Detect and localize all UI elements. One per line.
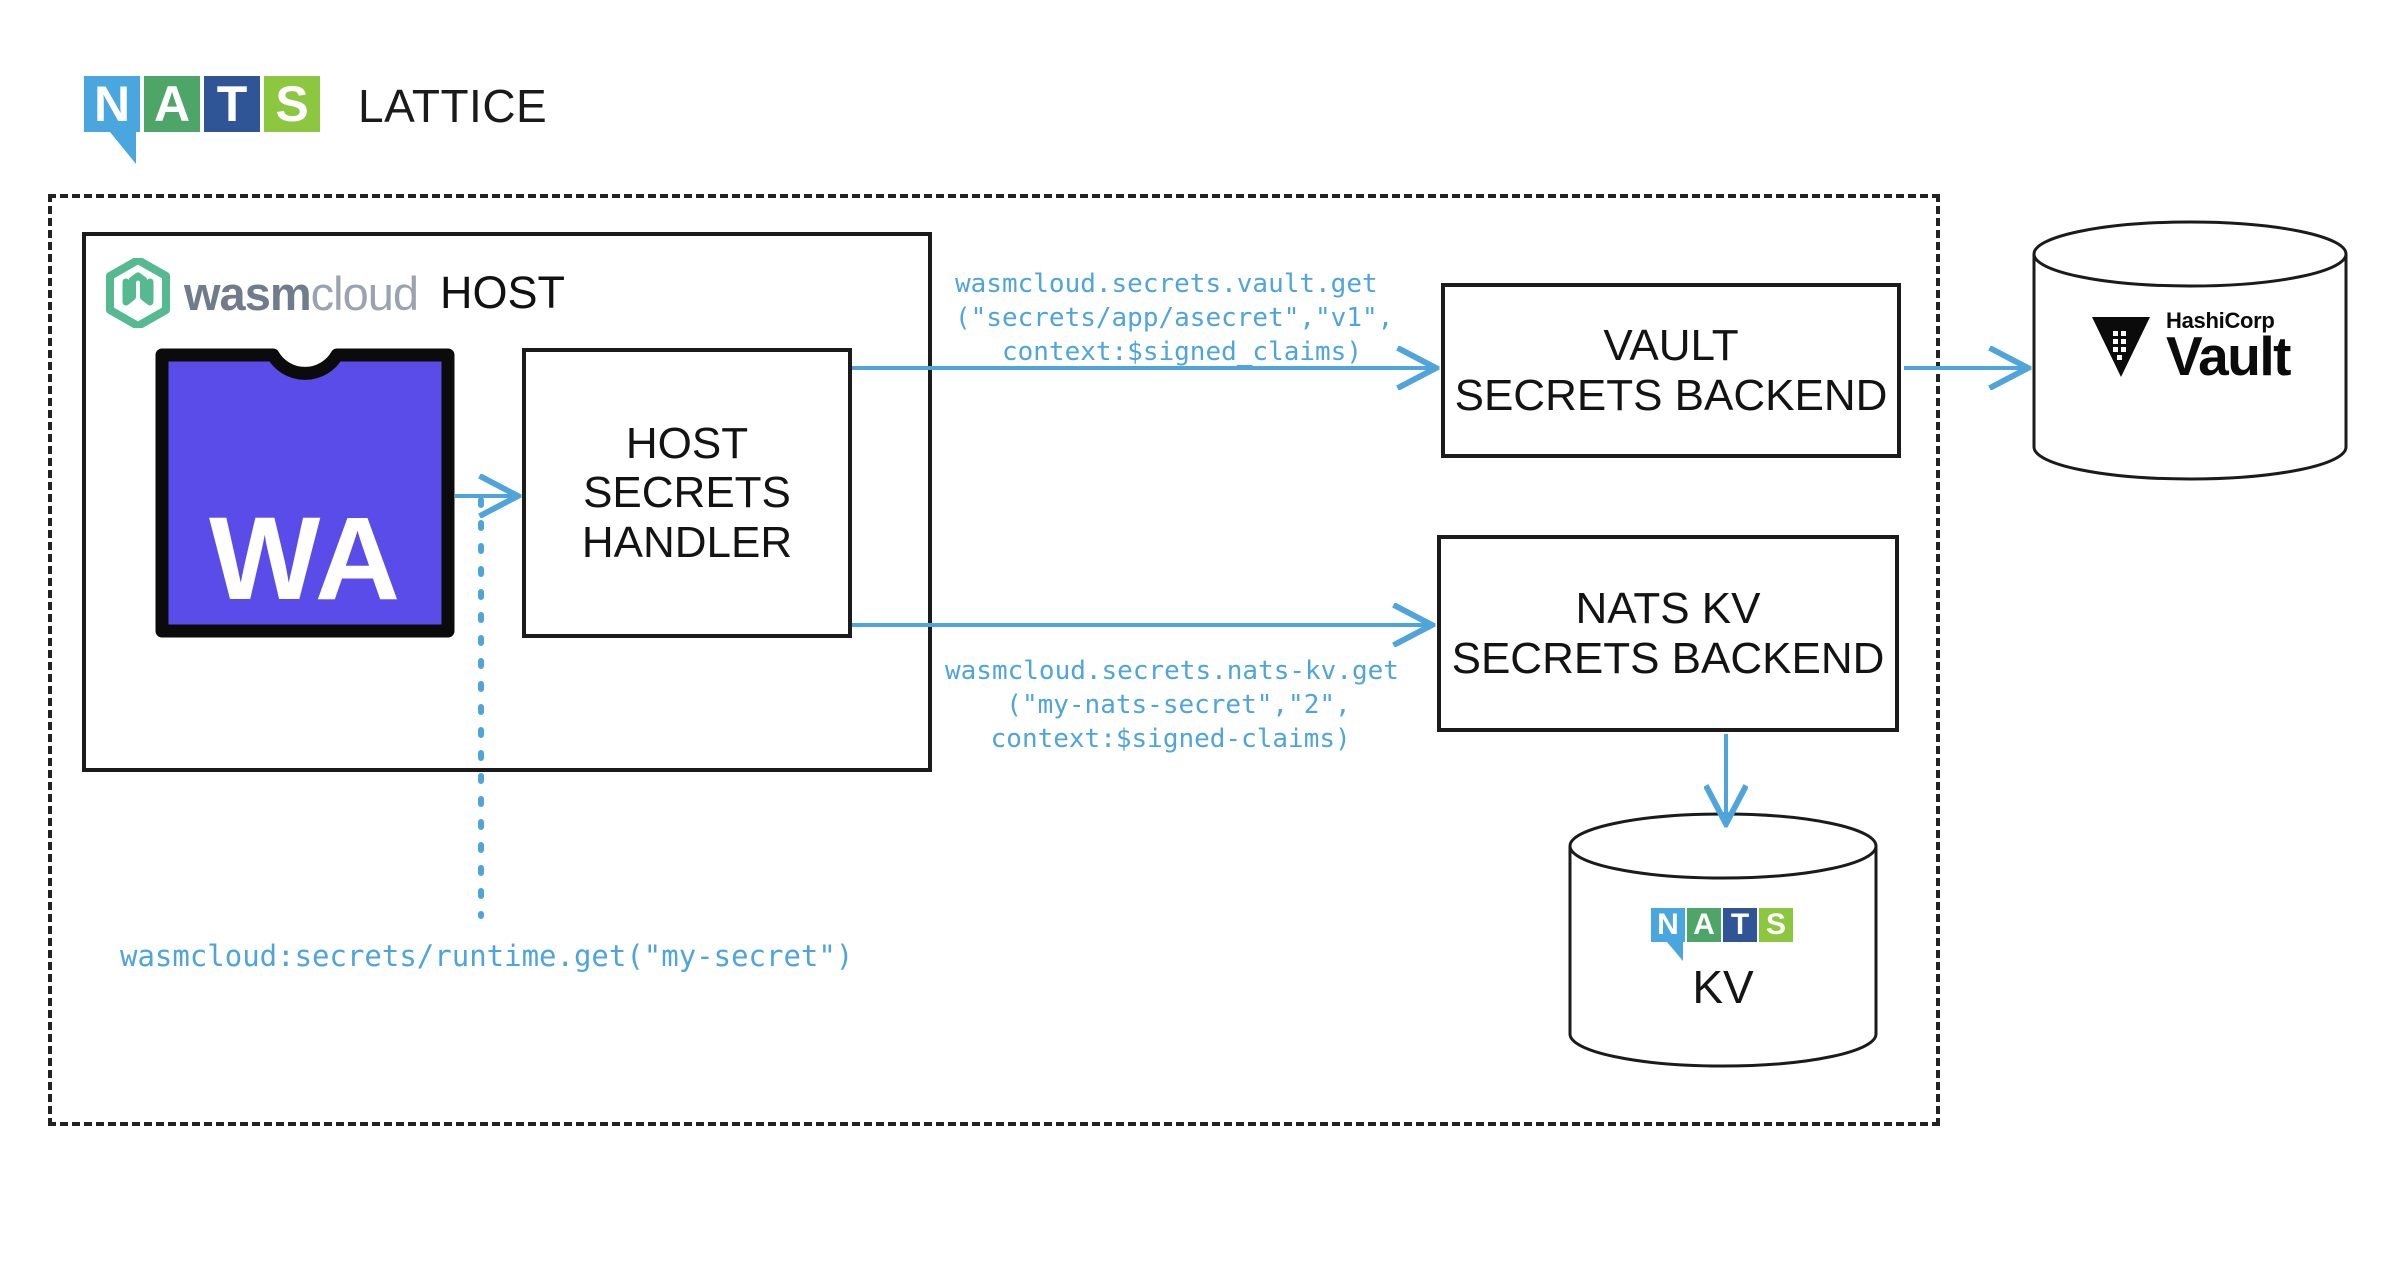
nats-kv-store-content: N A T S KV [1566, 908, 1880, 1010]
lattice-title: LATTICE [358, 80, 548, 132]
hashicorp-vault-logo: HashiCorp Vault [2030, 310, 2350, 384]
nats-letter-t: T [204, 76, 260, 132]
wasm-component: WA [155, 348, 455, 638]
wasmcloud-logo-icon [106, 258, 170, 328]
nats-letter-t: T [1723, 908, 1757, 942]
host-secrets-handler-box: HOST SECRETS HANDLER [522, 348, 852, 638]
vault-text: Vault [2166, 325, 2291, 387]
hashicorp-vault-store: HashiCorp Vault [2030, 218, 2350, 483]
natskv-subject-message-label: wasmcloud.secrets.nats-kv.get ("my-nats-… [945, 656, 1399, 754]
nats-letter-a: A [1687, 908, 1721, 942]
wasmcloud-word-cloud: cloud [310, 266, 419, 320]
hashicorp-vault-wordmark: HashiCorp Vault [2166, 308, 2291, 387]
nats-kv-label: KV [1692, 961, 1754, 1013]
nats-letter-s: S [264, 76, 320, 132]
wasmcloud-word-wasm: wasm [184, 266, 312, 320]
wasmcloud-wordmark: wasmcloud [184, 266, 419, 321]
nats-kv-secrets-backend-box: NATS KV SECRETS BACKEND [1437, 535, 1899, 732]
vault-secrets-backend-box: VAULT SECRETS BACKEND [1441, 283, 1901, 458]
nats-letter-n: N [1651, 908, 1685, 942]
nats-letter-s: S [1759, 908, 1793, 942]
nats-logo: N A T S [84, 76, 324, 164]
host-title: HOST [440, 267, 566, 318]
nats-speech-tail [1667, 942, 1683, 961]
runtime-secrets-call-label: wasmcloud:secrets/runtime.get("my-secret… [120, 939, 854, 973]
nats-kv-secrets-backend-label: NATS KV SECRETS BACKEND [1451, 584, 1885, 683]
vault-secrets-backend-label: VAULT SECRETS BACKEND [1454, 321, 1888, 420]
nats-kv-store: N A T S KV [1566, 810, 1880, 1070]
host-secrets-handler-label: HOST SECRETS HANDLER [581, 419, 793, 567]
wasmcloud-host-header: wasmcloud HOST [106, 258, 565, 328]
lattice-boundary [48, 194, 1940, 1126]
hashicorp-vault-icon [2092, 317, 2151, 377]
nats-kv-cylinder-shape [1568, 812, 1878, 1068]
nats-speech-tail [110, 132, 136, 164]
nats-logo: N A T S [1651, 908, 1795, 961]
vault-subject-message-label: wasmcloud.secrets.vault.get ("secrets/ap… [955, 269, 1394, 367]
wasm-component-shape [155, 348, 455, 638]
nats-lattice-header: N A T S LATTICE [84, 76, 548, 164]
vault-cylinder-shape [2032, 220, 2348, 481]
nats-letter-a: A [144, 76, 200, 132]
hashicorp-text: HashiCorp [2166, 308, 2275, 333]
nats-letter-n: N [84, 76, 140, 132]
